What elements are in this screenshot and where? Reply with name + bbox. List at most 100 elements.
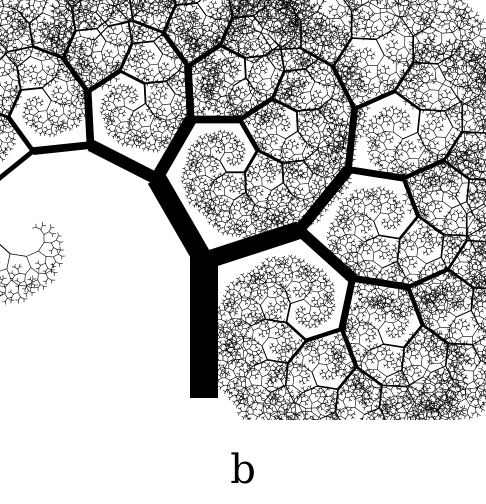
- tree-branch: [46, 110, 49, 120]
- tree-branch: [71, 112, 76, 114]
- tree-branch: [43, 126, 47, 129]
- tree-branch: [38, 77, 42, 79]
- tree-branch: [45, 129, 49, 132]
- tree-branch: [62, 89, 69, 95]
- tree-branch: [77, 67, 83, 70]
- tree-branch: [71, 97, 78, 104]
- tree-branch: [38, 97, 41, 100]
- tree-branch: [54, 76, 67, 82]
- tree-branch: [0, 39, 3, 43]
- tree-branch: [76, 91, 79, 98]
- tree-branch: [31, 45, 65, 60]
- tree-branch: [28, 98, 30, 101]
- tree-branch: [39, 100, 43, 103]
- tree-branch: [40, 262, 46, 266]
- tree-branch: [79, 103, 82, 105]
- tree-branch: [23, 18, 27, 21]
- fractal-tree-diagram: [0, 0, 486, 420]
- tree-branch: [41, 99, 43, 102]
- tree-branch: [51, 42, 57, 45]
- tree-branch: [7, 297, 12, 301]
- tree-branch: [32, 97, 36, 99]
- tree-branch: [0, 13, 3, 17]
- tree-branch: [10, 83, 13, 89]
- tree-branch: [0, 67, 5, 69]
- tree-branch: [0, 243, 11, 255]
- tree-branch: [53, 253, 59, 258]
- tree-branch: [76, 107, 82, 110]
- tree-branch: [58, 87, 61, 90]
- tree-branch: [10, 52, 16, 55]
- tree-branch: [41, 58, 52, 62]
- tree-branch: [6, 96, 10, 98]
- tree-branch: [64, 70, 67, 72]
- tree-branch: [44, 48, 52, 50]
- tree-branch: [8, 94, 12, 98]
- tree-branch: [29, 76, 32, 78]
- tree-branch: [4, 89, 11, 92]
- tree-branch: [0, 107, 4, 110]
- tree-branch: [56, 95, 58, 98]
- tree-branch: [73, 118, 78, 121]
- tree-branch: [82, 112, 86, 116]
- tree-branch: [3, 152, 6, 155]
- tree-branch: [14, 62, 19, 65]
- tree-branch: [7, 10, 12, 13]
- tree-branch: [38, 250, 47, 257]
- tree-branch: [80, 102, 84, 105]
- tree-branch: [28, 22, 34, 48]
- tree-branch: [4, 286, 7, 294]
- tree-branch: [32, 119, 34, 125]
- tree-branch: [1, 0, 4, 7]
- tree-branch: [11, 36, 14, 40]
- tree-branch: [53, 63, 56, 69]
- tree-branch: [41, 100, 44, 103]
- tree-branch: [45, 28, 49, 32]
- tree-branch: [40, 104, 42, 107]
- tree-branch: [14, 94, 19, 98]
- tree-branch: [85, 67, 89, 70]
- tree-branch: [7, 3, 11, 7]
- tree-branch: [36, 99, 38, 104]
- tree-branch: [0, 145, 2, 151]
- tree-branch: [39, 1, 42, 6]
- tree-branch: [30, 78, 34, 81]
- tree-branch: [0, 278, 4, 284]
- tree-branch: [59, 87, 63, 89]
- tree-branch: [6, 33, 10, 37]
- tree-branch: [69, 109, 71, 112]
- tree-branch: [10, 15, 13, 21]
- tree-branch: [45, 267, 49, 272]
- tree-branch: [36, 116, 39, 119]
- tree-branch: [14, 273, 20, 276]
- tree-branch: [25, 39, 28, 42]
- tree-branch: [28, 108, 32, 111]
- tree-branch: [35, 81, 38, 84]
- tree-branch: [2, 5, 18, 11]
- tree-branch: [56, 97, 59, 100]
- tree-branch: [2, 10, 8, 13]
- tree-branch: [43, 231, 50, 235]
- tree-branch: [26, 118, 30, 122]
- tree-branch: [37, 279, 41, 285]
- tree-branch: [21, 52, 25, 55]
- tree-branch: [56, 0, 61, 4]
- tree-branch: [42, 44, 45, 49]
- tree-branch: [13, 28, 20, 31]
- tree-branch: [7, 132, 10, 137]
- tree-branch: [83, 91, 95, 146]
- tree-branch: [0, 268, 8, 272]
- tree-branch: [70, 46, 74, 51]
- tree-branch: [40, 114, 42, 118]
- tree-branch: [34, 64, 36, 68]
- tree-branch: [12, 59, 15, 65]
- tree-branch: [8, 23, 15, 30]
- tree-branch: [0, 152, 4, 154]
- tree-branch: [89, 84, 92, 88]
- tree-branch: [9, 87, 13, 91]
- tree-branch: [85, 64, 89, 68]
- tree-branch: [12, 56, 16, 60]
- tree-branch: [68, 0, 72, 4]
- tree-branch: [24, 118, 28, 120]
- tree-branch: [18, 59, 21, 63]
